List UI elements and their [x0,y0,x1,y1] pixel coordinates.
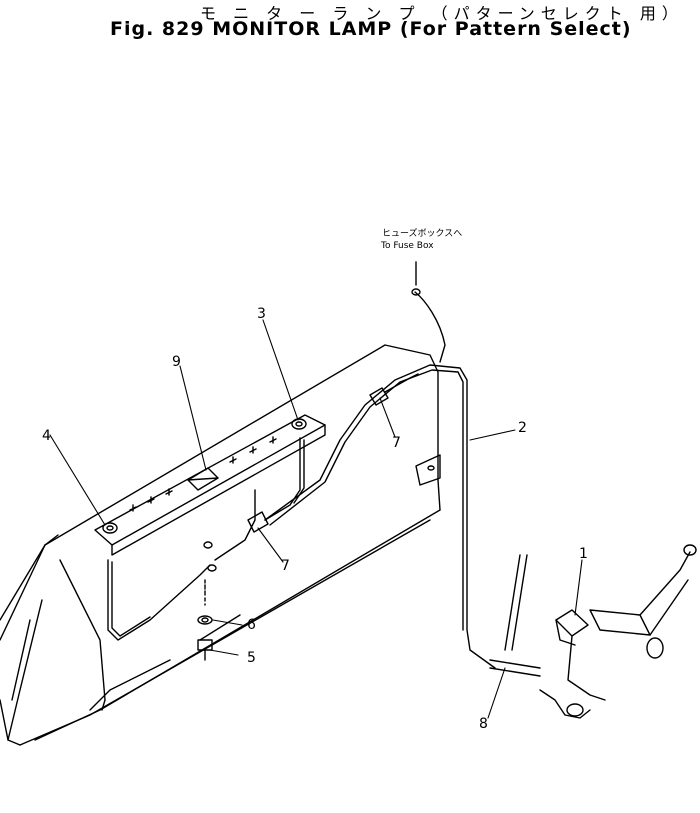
callout-8: 8 [479,716,488,732]
pattern-select-lever [489,544,697,719]
callout-6: 6 [247,617,256,633]
monitor-panel [94,414,326,556]
title-english: Fig. 829 MONITOR LAMP (For Pattern Selec… [110,18,632,40]
title-japanese: モ ニ タ ー ラ ン プ （パターンセレクト 用） [200,4,684,23]
callout-5: 5 [247,650,256,666]
callout-4: 4 [42,428,51,444]
callout-3: 3 [257,306,266,322]
wiring-harness [107,291,496,669]
callout-7-lower: 7 [281,558,290,574]
callout-leader-lines [49,319,583,719]
callout-7-upper: 7 [392,435,401,451]
clamp-parts [247,387,441,533]
cab-housing [0,344,441,746]
fuse-box-label-japanese: ヒューズボックスへ [382,227,462,239]
callout-2: 2 [518,420,527,436]
callout-1: 1 [579,546,588,562]
callout-9: 9 [172,354,181,370]
fuse-box-label-english: To Fuse Box [380,241,434,251]
